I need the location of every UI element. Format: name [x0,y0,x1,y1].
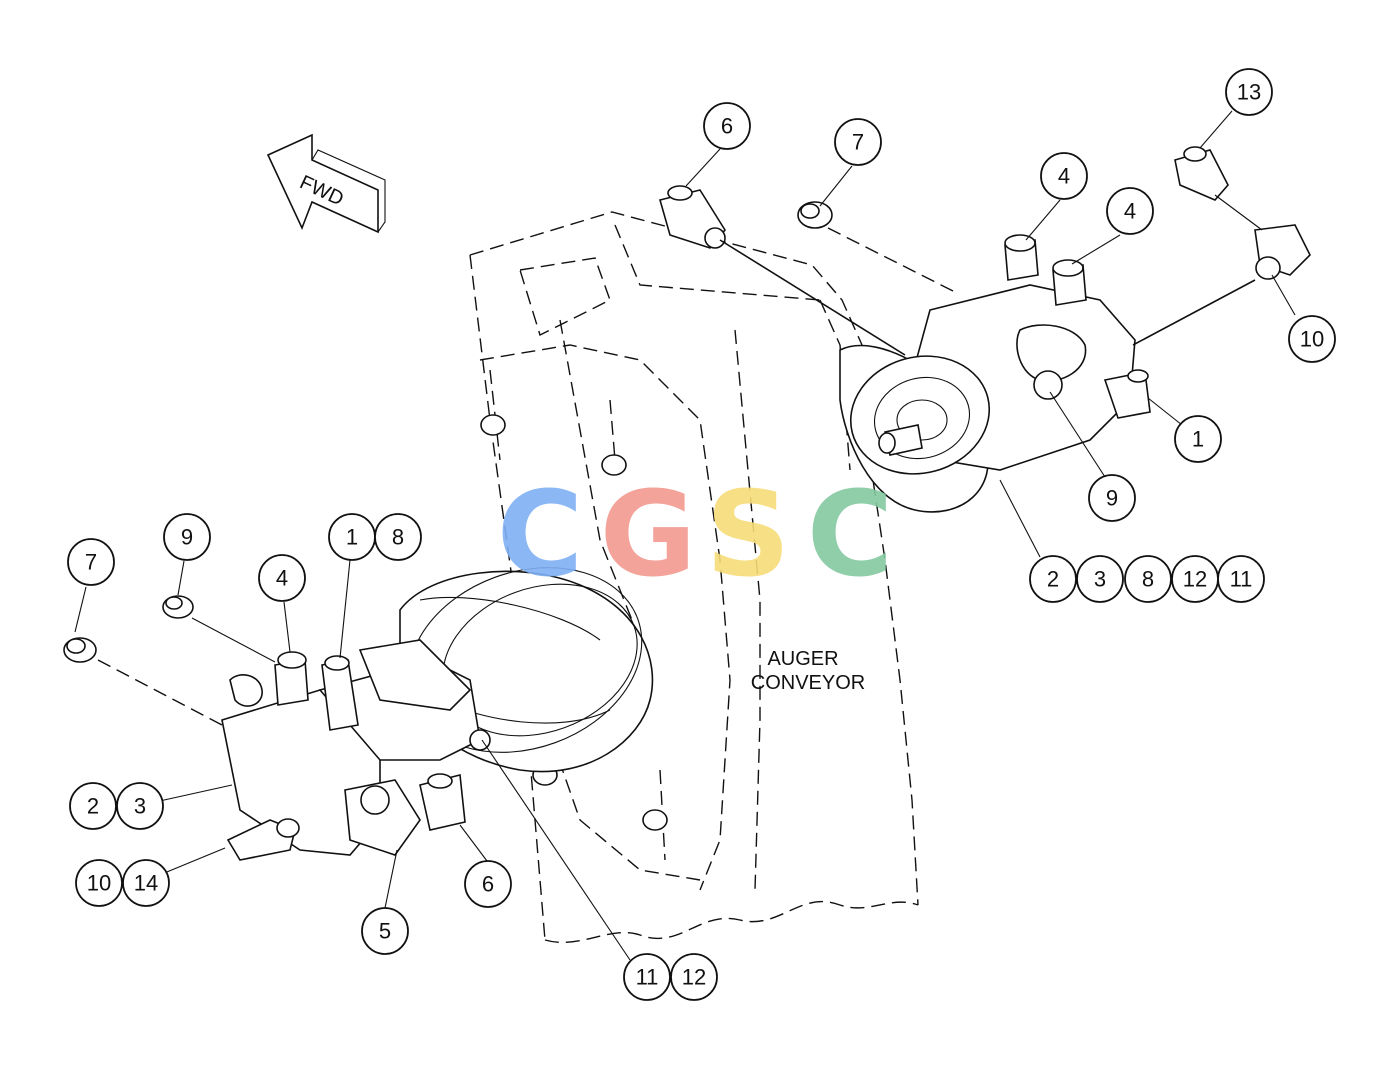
callout-bottom-12: 12 [670,953,718,1001]
callout-left-8: 8 [374,513,422,561]
callout-label: 4 [1124,199,1136,224]
callout-label: 4 [276,566,288,591]
frame-bolts [480,414,668,831]
watermark-logo: C G S C [497,465,894,603]
watermark-letter: C [807,465,894,603]
callout-label: 4 [1058,164,1070,189]
callout-label: 9 [1106,486,1118,511]
callout-label: 10 [1300,327,1324,352]
callout-left-9: 9 [163,513,211,561]
callout-label: 12 [1183,567,1207,592]
callout-right-2: 2 [1029,555,1077,603]
right-motor-assembly [659,146,1311,475]
callout-left-7: 7 [67,538,115,586]
auger-label: AUGER [767,648,838,670]
callout-label: 5 [379,919,391,944]
callout-label: 8 [392,525,404,550]
callout-left-10: 10 [75,859,123,907]
callout-label: 11 [1230,567,1253,592]
callout-label: 13 [1237,80,1261,105]
callout-top-6: 6 [703,102,751,150]
callout-left-1: 1 [328,513,376,561]
callout-label: 10 [87,871,111,896]
callout-label: 2 [87,794,99,819]
callout-label: 11 [636,965,659,990]
callout-right-8: 8 [1124,555,1172,603]
callout-right-12: 12 [1171,555,1219,603]
callout-right-9: 9 [1088,474,1136,522]
watermark-letter: C [497,465,584,603]
callout-right-3: 3 [1076,555,1124,603]
callout-left-5: 5 [361,907,409,955]
callout-label: 12 [682,965,706,990]
callout-label: 1 [1192,427,1204,452]
callout-right-1: 1 [1174,415,1222,463]
callout-top-7: 7 [834,118,882,166]
conveyor-label: CONVEYOR [751,672,865,694]
callout-left-14: 14 [122,859,170,907]
callout-label: 2 [1047,567,1059,592]
callout-right-10: 10 [1288,315,1336,363]
callout-label: 14 [134,871,158,896]
callout-left-3: 3 [116,782,164,830]
watermark-letter: S [706,465,791,603]
fwd-arrow: FWD [266,133,386,234]
callout-left-2: 2 [69,782,117,830]
callout-left-6: 6 [464,860,512,908]
callout-right-4a: 4 [1040,152,1088,200]
callout-label: 3 [134,794,146,819]
callout-label: 7 [85,550,97,575]
watermark-letter: G [600,465,697,603]
callout-right-4b: 4 [1106,187,1154,235]
callout-left-4: 4 [258,554,306,602]
callout-label: 6 [482,872,494,897]
callout-label: 3 [1094,567,1106,592]
callout-label: 7 [852,130,864,155]
callout-label: 6 [721,114,733,139]
left-motor-assembly [63,595,491,861]
callout-right-13: 13 [1225,68,1273,116]
callout-label: 9 [181,525,193,550]
callout-bottom-11: 11 [623,953,671,1001]
callout-label: 1 [346,525,358,550]
callout-label: 8 [1142,567,1154,592]
callout-right-11: 11 [1217,555,1265,603]
